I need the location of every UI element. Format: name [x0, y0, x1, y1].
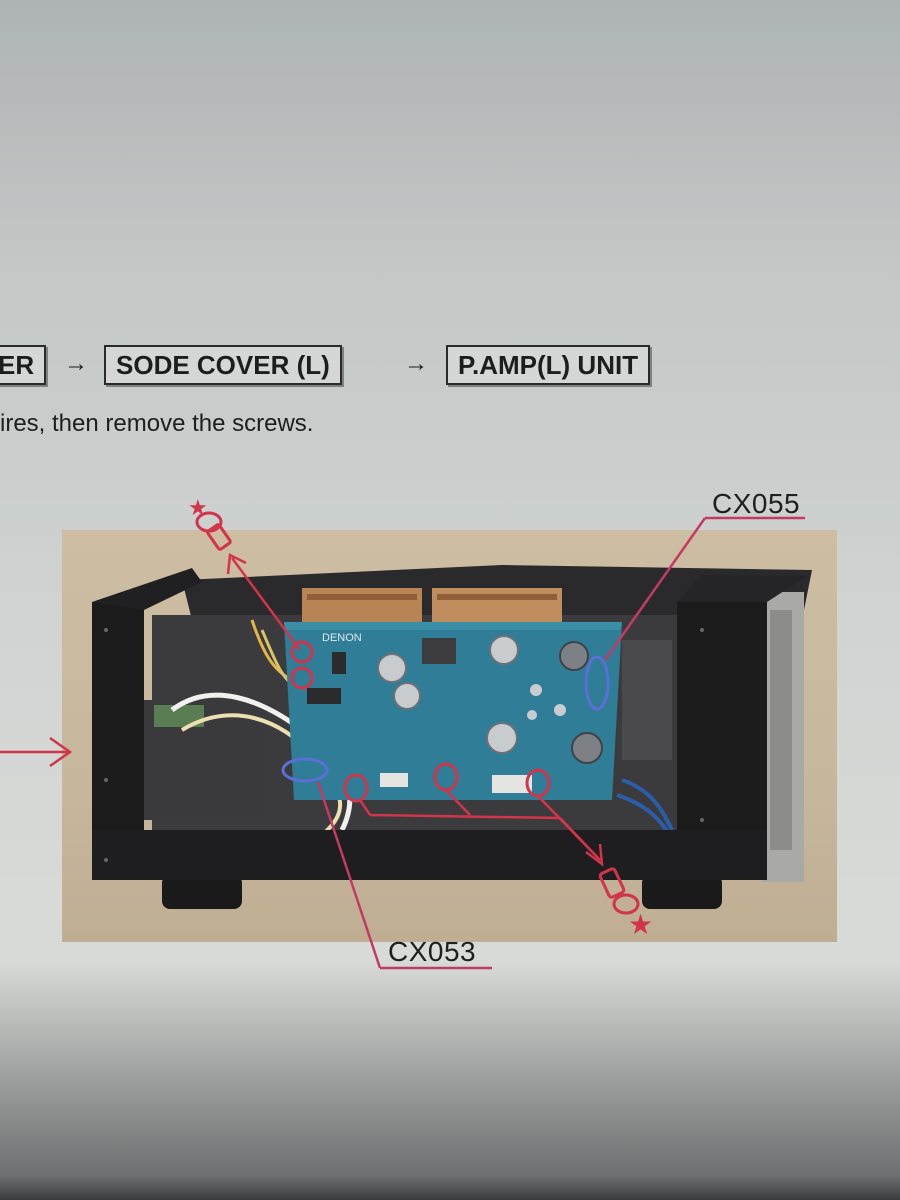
breadcrumb-item-pamp-unit: P.AMP(L) UNIT [446, 345, 651, 385]
breadcrumb-arrow-icon: → [64, 350, 88, 377]
left-arrow-icon [0, 736, 73, 768]
breadcrumb: ER → SODE COVER (L) → P.AMP(L) UNIT [0, 340, 900, 392]
cx055-label: CX055 [712, 488, 801, 519]
board-brand-label: DENON [322, 632, 362, 644]
amplifier-drawing: DENON [92, 565, 812, 909]
instruction-text: ires, then remove the screws. [0, 410, 314, 437]
cx053-label: CX053 [388, 936, 477, 967]
breadcrumb-item-side-cover: SODE COVER (L) [104, 345, 342, 385]
amplifier-photo: DENON [62, 530, 837, 942]
breadcrumb-arrow-icon: → [404, 350, 428, 377]
breadcrumb-item-previous: ER [0, 345, 47, 385]
star-icon: ★ [188, 495, 208, 520]
